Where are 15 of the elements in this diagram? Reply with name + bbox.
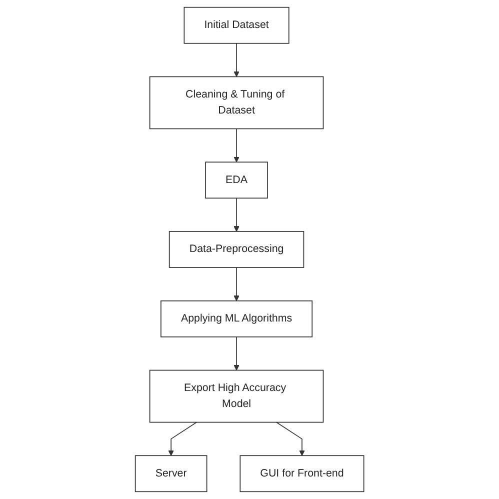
node-box: EDA: [205, 162, 268, 199]
node-box: Data-Preprocessing: [168, 231, 304, 268]
node-box: Export High Accuracy Model: [149, 370, 324, 423]
arrow: [276, 422, 305, 456]
node-box: Cleaning & Tuning of Dataset: [149, 76, 324, 130]
arrow: [234, 336, 240, 370]
node-box: Initial Dataset: [184, 6, 290, 44]
node-box: Applying ML Algorithms: [160, 300, 312, 338]
arrow: [234, 128, 240, 162]
node-box: Server: [134, 455, 208, 492]
arrow: [234, 267, 240, 302]
arrow: [168, 422, 197, 456]
node-box: GUI for Front-end: [240, 455, 364, 492]
arrow: [234, 198, 240, 232]
arrow: [234, 42, 240, 77]
